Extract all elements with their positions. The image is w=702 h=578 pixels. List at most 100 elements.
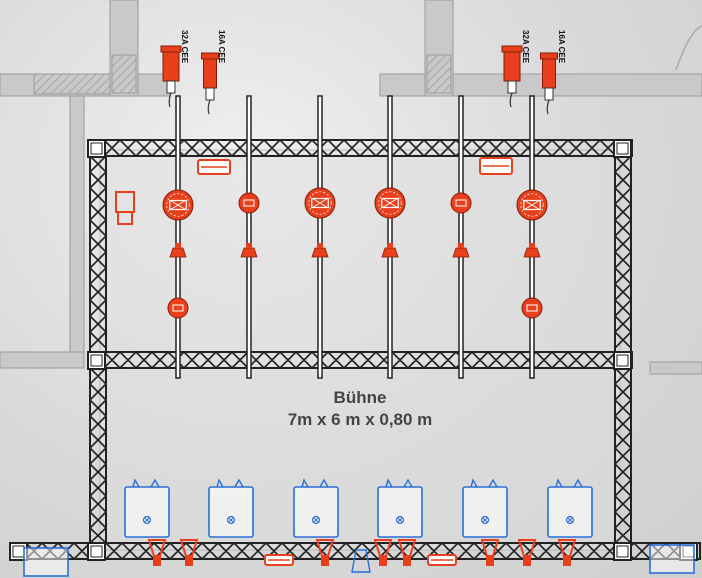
par-can-icon bbox=[240, 243, 258, 258]
spot-fixture-icon bbox=[238, 192, 260, 214]
monitor-wedge-icon bbox=[462, 478, 508, 538]
spot-lens bbox=[455, 199, 467, 207]
building-walls bbox=[0, 0, 702, 375]
corner-inner bbox=[90, 354, 103, 367]
lighting-pipe bbox=[317, 95, 323, 379]
corner-inner bbox=[90, 142, 103, 155]
monitor-body bbox=[377, 486, 423, 538]
connector-cap bbox=[160, 45, 182, 53]
monitor-knob-mark bbox=[482, 517, 488, 523]
par-can-body bbox=[381, 247, 399, 258]
power-connectors bbox=[160, 45, 558, 115]
corner-frame bbox=[87, 351, 106, 370]
moving-head-icon bbox=[304, 187, 336, 219]
moving-head-icon bbox=[516, 189, 548, 221]
moving-head-cross bbox=[170, 200, 186, 210]
monitor-knob bbox=[480, 515, 490, 525]
par-can-body bbox=[169, 247, 187, 258]
spot-lens bbox=[526, 304, 538, 312]
connector-body bbox=[542, 57, 556, 89]
power-label-32a-right: 32A CEE bbox=[521, 30, 530, 64]
power-label-16a-left: 16A CEE bbox=[217, 30, 226, 64]
monitor-body bbox=[547, 486, 593, 538]
side-fill-speaker-icon bbox=[649, 544, 695, 574]
power-connector-icon bbox=[160, 45, 182, 108]
truss-corner-block bbox=[87, 542, 106, 561]
monitor-body bbox=[462, 486, 508, 538]
wall-side bbox=[649, 361, 702, 375]
connector-cap bbox=[201, 52, 219, 60]
corner-frame bbox=[613, 542, 632, 561]
par-can-yoke bbox=[246, 243, 252, 248]
connector-cable bbox=[168, 92, 172, 108]
spot-body bbox=[238, 192, 260, 214]
par-can-yoke bbox=[175, 243, 181, 248]
spot-lens bbox=[172, 304, 184, 312]
par-can-body bbox=[240, 247, 258, 258]
di-box-icon bbox=[351, 549, 371, 573]
par-can-body bbox=[311, 247, 329, 258]
blinder-icon bbox=[479, 157, 513, 175]
monitor-handles bbox=[555, 478, 583, 488]
moving-head-ring bbox=[520, 193, 544, 217]
par-can-yoke bbox=[387, 243, 393, 248]
moving-head-lens bbox=[169, 199, 187, 211]
connector-plug bbox=[166, 80, 176, 94]
power-connector-icon bbox=[540, 52, 558, 115]
monitor-knob bbox=[142, 515, 152, 525]
corner-inner bbox=[616, 354, 629, 367]
par-can-yoke bbox=[529, 243, 535, 248]
monitor-knob bbox=[311, 515, 321, 525]
truss-corner-block bbox=[613, 139, 632, 158]
moving-head-icon bbox=[162, 189, 194, 221]
truss-corner-block bbox=[613, 351, 632, 370]
connector-cable bbox=[546, 99, 550, 115]
par-can-icon bbox=[523, 243, 541, 258]
floor-par-base bbox=[153, 556, 161, 566]
monitor-handles bbox=[470, 478, 498, 488]
truss-corner-block bbox=[613, 542, 632, 561]
side-fill-body bbox=[649, 544, 695, 574]
dimmer-base bbox=[117, 211, 133, 225]
connector-plug bbox=[205, 87, 215, 101]
floor-par-icon bbox=[373, 539, 393, 566]
floor-par-base bbox=[486, 556, 494, 566]
connector-cable bbox=[509, 92, 513, 108]
moving-head-lens bbox=[523, 199, 541, 211]
stage-title: Bühne bbox=[333, 388, 387, 407]
par-can-yoke bbox=[458, 243, 464, 248]
monitor-knob-mark bbox=[144, 517, 150, 523]
connector-body bbox=[203, 57, 217, 89]
corner-frame bbox=[87, 542, 106, 561]
monitor-handles bbox=[216, 478, 244, 488]
wall-side bbox=[0, 351, 85, 369]
lighting-pipe bbox=[387, 95, 393, 379]
floor-par-icon bbox=[315, 539, 335, 566]
monitor-wedge-icon bbox=[293, 478, 339, 538]
monitor-wedges bbox=[23, 478, 695, 577]
monitor-wedge-icon bbox=[124, 478, 170, 538]
moving-head-icon bbox=[374, 187, 406, 219]
monitor-knob-mark bbox=[228, 517, 234, 523]
truss-corner-block bbox=[87, 351, 106, 370]
monitor-handles bbox=[385, 478, 413, 488]
spot-fixture-icon bbox=[167, 297, 189, 319]
moving-head-cross bbox=[312, 198, 328, 208]
monitor-knob-mark bbox=[313, 517, 319, 523]
monitor-knob-mark bbox=[567, 517, 573, 523]
blinder-icon bbox=[197, 159, 231, 175]
floor-par-icon bbox=[179, 539, 199, 566]
monitor-knob bbox=[395, 515, 405, 525]
par-can-body bbox=[452, 247, 470, 258]
monitor-body bbox=[293, 486, 339, 538]
par-can-yoke bbox=[317, 243, 323, 248]
corner-inner bbox=[616, 142, 629, 155]
par-can-icon bbox=[452, 243, 470, 258]
truss-lacing bbox=[89, 367, 107, 544]
monitor-wedge-icon bbox=[208, 478, 254, 538]
wall-hatch bbox=[111, 54, 137, 94]
spot-lens bbox=[243, 199, 255, 207]
monitor-body bbox=[124, 486, 170, 538]
power-connector-icon bbox=[501, 45, 523, 108]
power-label-32a-left: 32A CEE bbox=[180, 30, 189, 64]
